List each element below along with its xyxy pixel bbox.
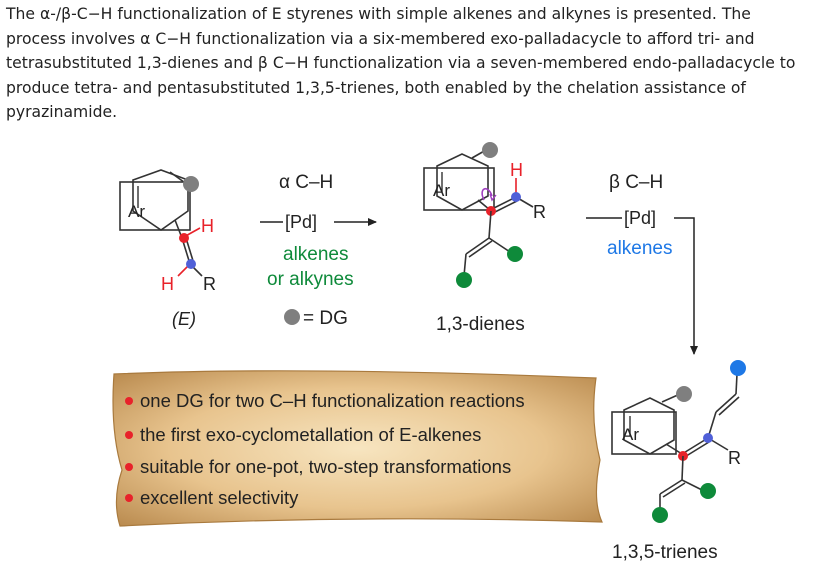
aryl-ring — [132, 169, 189, 231]
diene-aryl-ring — [436, 153, 489, 211]
triene-green-dot-2 — [700, 483, 716, 499]
bullet-3 — [125, 463, 133, 471]
abstract-line-3: tetrasubstituted 1,3-dienes and β C−H fu… — [6, 54, 796, 73]
bullet-4 — [125, 494, 133, 502]
diene-h-label: H — [510, 160, 523, 180]
step1-reagent-2: or alkynes — [267, 269, 354, 290]
highlight-1: one DG for two C–H functionalization rea… — [140, 390, 525, 411]
alpha-carbon-dot — [179, 233, 189, 243]
diene-caption: 1,3-dienes — [436, 314, 525, 335]
step1-catalyst-label: [Pd] — [285, 212, 317, 232]
beta-carbon-dot — [186, 259, 196, 269]
triene-green-dot-1 — [652, 507, 668, 523]
dg-legend-dot — [284, 309, 300, 325]
highlight-2: the first exo-cyclometallation of E-alke… — [140, 424, 481, 445]
rotation-arrow — [481, 188, 493, 201]
step2-reagent: alkenes — [607, 238, 673, 259]
abstract-line-5: pyrazinamide. — [6, 103, 118, 122]
bullet-2 — [125, 431, 133, 439]
step2-arrow-group: β C–H [Pd] alkenes — [586, 172, 698, 355]
h-alpha-label: H — [201, 216, 214, 236]
highlight-3: suitable for one-pot, two-step transform… — [140, 456, 511, 477]
highlight-4: excellent selectivity — [140, 487, 299, 508]
triene-blue-dot — [730, 360, 746, 376]
step1-site-label: α C–H — [279, 172, 333, 193]
diene-structure: Ar H R 1,3-dienes — [423, 142, 546, 335]
styrene-structure: Ar H H R (E) — [119, 169, 216, 329]
highlights-scroll: one DG for two C–H functionalization rea… — [112, 370, 603, 527]
step2-site-label: β C–H — [609, 172, 663, 193]
abstract-line-1: The α-/β-C−H functionalization of E styr… — [6, 5, 751, 23]
aryl-ring-box — [119, 181, 191, 231]
dg-legend-label: = DG — [303, 308, 348, 329]
directing-group-dot — [183, 176, 199, 192]
step2-arrow — [674, 217, 698, 355]
diene-r-label: R — [533, 202, 546, 222]
e-caption: (E) — [172, 309, 196, 329]
triene-structure: Ar R 1,3,5-trienes — [611, 360, 746, 563]
ring-label-ar: Ar — [128, 202, 145, 221]
diene-beta-dot — [511, 192, 521, 202]
diene-green-dot-2 — [507, 246, 523, 262]
step1-reagent-1: alkenes — [283, 244, 349, 265]
h-beta-label: H — [161, 274, 174, 294]
triene-r-label: R — [728, 448, 741, 468]
triene-aryl-ring — [623, 397, 675, 455]
diene-green-dot-1 — [456, 272, 472, 288]
r-label: R — [203, 274, 216, 294]
triene-beta-dot — [703, 433, 713, 443]
step1-arrow-group: α C–H [Pd] alkenes or alkynes = DG — [260, 172, 377, 329]
abstract-line-4: produce tetra- and pentasubstituted 1,3,… — [6, 78, 746, 97]
diene-dg-dot — [482, 142, 498, 158]
abstract-line-2: process involves α C−H functionalization… — [6, 29, 755, 48]
triene-caption: 1,3,5-trienes — [612, 542, 718, 563]
abstract-text: The α-/β-C−H functionalization of E styr… — [6, 2, 832, 125]
triene-ring-label: Ar — [622, 425, 639, 444]
scroll-background — [112, 370, 603, 527]
diene-ring-label: Ar — [433, 181, 450, 200]
bullet-1 — [125, 397, 133, 405]
step2-catalyst-label: [Pd] — [624, 208, 656, 228]
triene-dg-dot — [676, 386, 692, 402]
